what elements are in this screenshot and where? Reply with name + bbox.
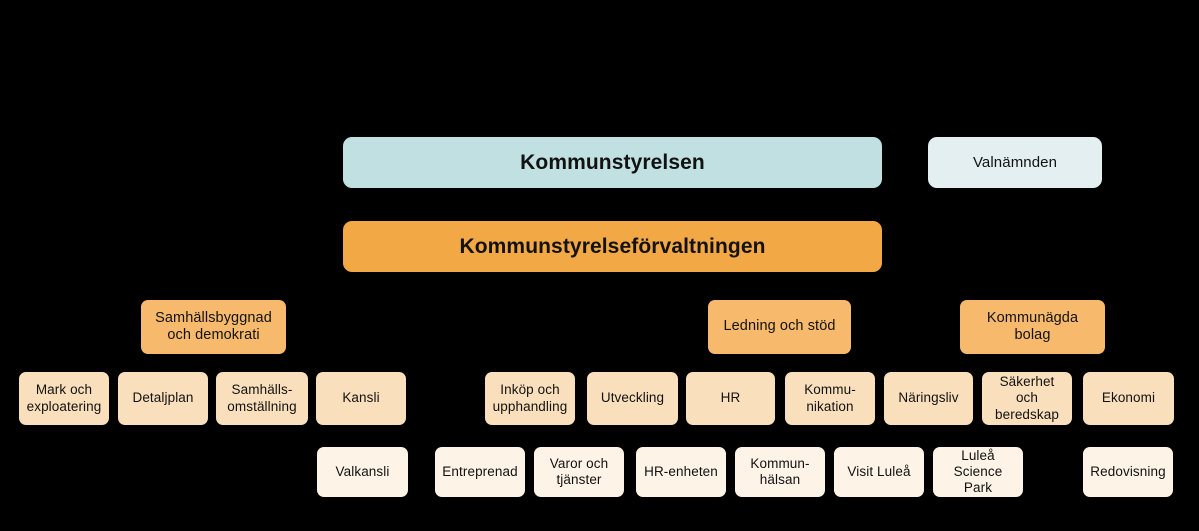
org-node-kansli[interactable]: Kansli: [316, 372, 406, 425]
org-node-hr-enheten[interactable]: HR-enheten: [636, 447, 726, 497]
org-node-sakerhet-och-beredskap[interactable]: Säkerhet och beredskap: [982, 372, 1072, 425]
org-node-samhalls-omstallning[interactable]: Samhälls- omställning: [216, 372, 308, 425]
org-node-ledning-och-stod[interactable]: Ledning och stöd: [708, 300, 851, 354]
org-node-valkansli[interactable]: Valkansli: [317, 447, 408, 497]
org-node-inkop-och-upphandling[interactable]: Inköp och upphandling: [485, 372, 575, 425]
org-node-varor-och-tjanster[interactable]: Varor och tjänster: [534, 447, 624, 497]
org-node-hr[interactable]: HR: [686, 372, 775, 425]
org-node-detaljplan[interactable]: Detaljplan: [118, 372, 208, 425]
org-node-kommunstyrelsen[interactable]: Kommunstyrelsen: [343, 137, 882, 188]
org-node-entreprenad[interactable]: Entreprenad: [435, 447, 525, 497]
org-node-kommunagda-bolag[interactable]: Kommunägda bolag: [960, 300, 1105, 354]
org-node-samhallsbyggnad-och-demokrati[interactable]: Samhällsbyggnad och demokrati: [141, 300, 286, 354]
org-node-visit-lulea[interactable]: Visit Luleå: [834, 447, 924, 497]
org-node-valnamnden[interactable]: Valnämnden: [928, 137, 1102, 188]
org-node-utveckling[interactable]: Utveckling: [587, 372, 678, 425]
org-node-lulea-science-park[interactable]: Luleå Science Park: [933, 447, 1023, 497]
org-node-naringsliv[interactable]: Näringsliv: [884, 372, 973, 425]
org-node-mark-och-exploatering[interactable]: Mark och exploatering: [19, 372, 109, 425]
org-node-kommunstyrelseforvaltningen[interactable]: Kommunstyrelseförvaltningen: [343, 221, 882, 272]
org-node-redovisning[interactable]: Redovisning: [1083, 447, 1173, 497]
org-node-ekonomi[interactable]: Ekonomi: [1083, 372, 1174, 425]
org-node-kommun-halsan[interactable]: Kommun- hälsan: [735, 447, 825, 497]
org-node-kommu-nikation[interactable]: Kommu- nikation: [785, 372, 875, 425]
